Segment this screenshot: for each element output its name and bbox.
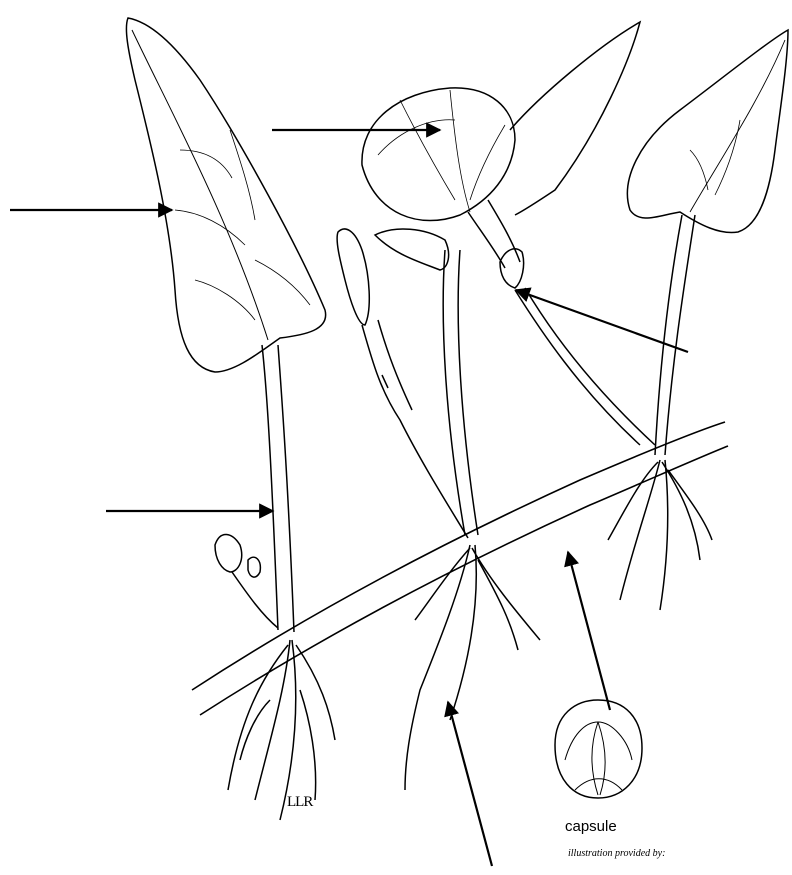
middle-plant	[337, 22, 655, 790]
left-leaf	[126, 18, 325, 372]
middle-leaf	[510, 22, 640, 215]
arrow-sepals	[516, 290, 688, 352]
rhizome	[192, 422, 728, 715]
credit-text: illustration provided by:	[568, 848, 665, 859]
capsule-label: capsule	[565, 818, 617, 835]
flower	[362, 88, 515, 221]
artist-initials: LLR	[287, 794, 312, 811]
arrows	[10, 130, 688, 866]
arrow-root	[448, 702, 492, 866]
right-plant	[608, 30, 788, 610]
left-plant	[126, 18, 335, 820]
right-leaf	[627, 30, 788, 233]
arrow-rhizome	[568, 552, 610, 710]
capsule-drawing	[555, 700, 642, 798]
